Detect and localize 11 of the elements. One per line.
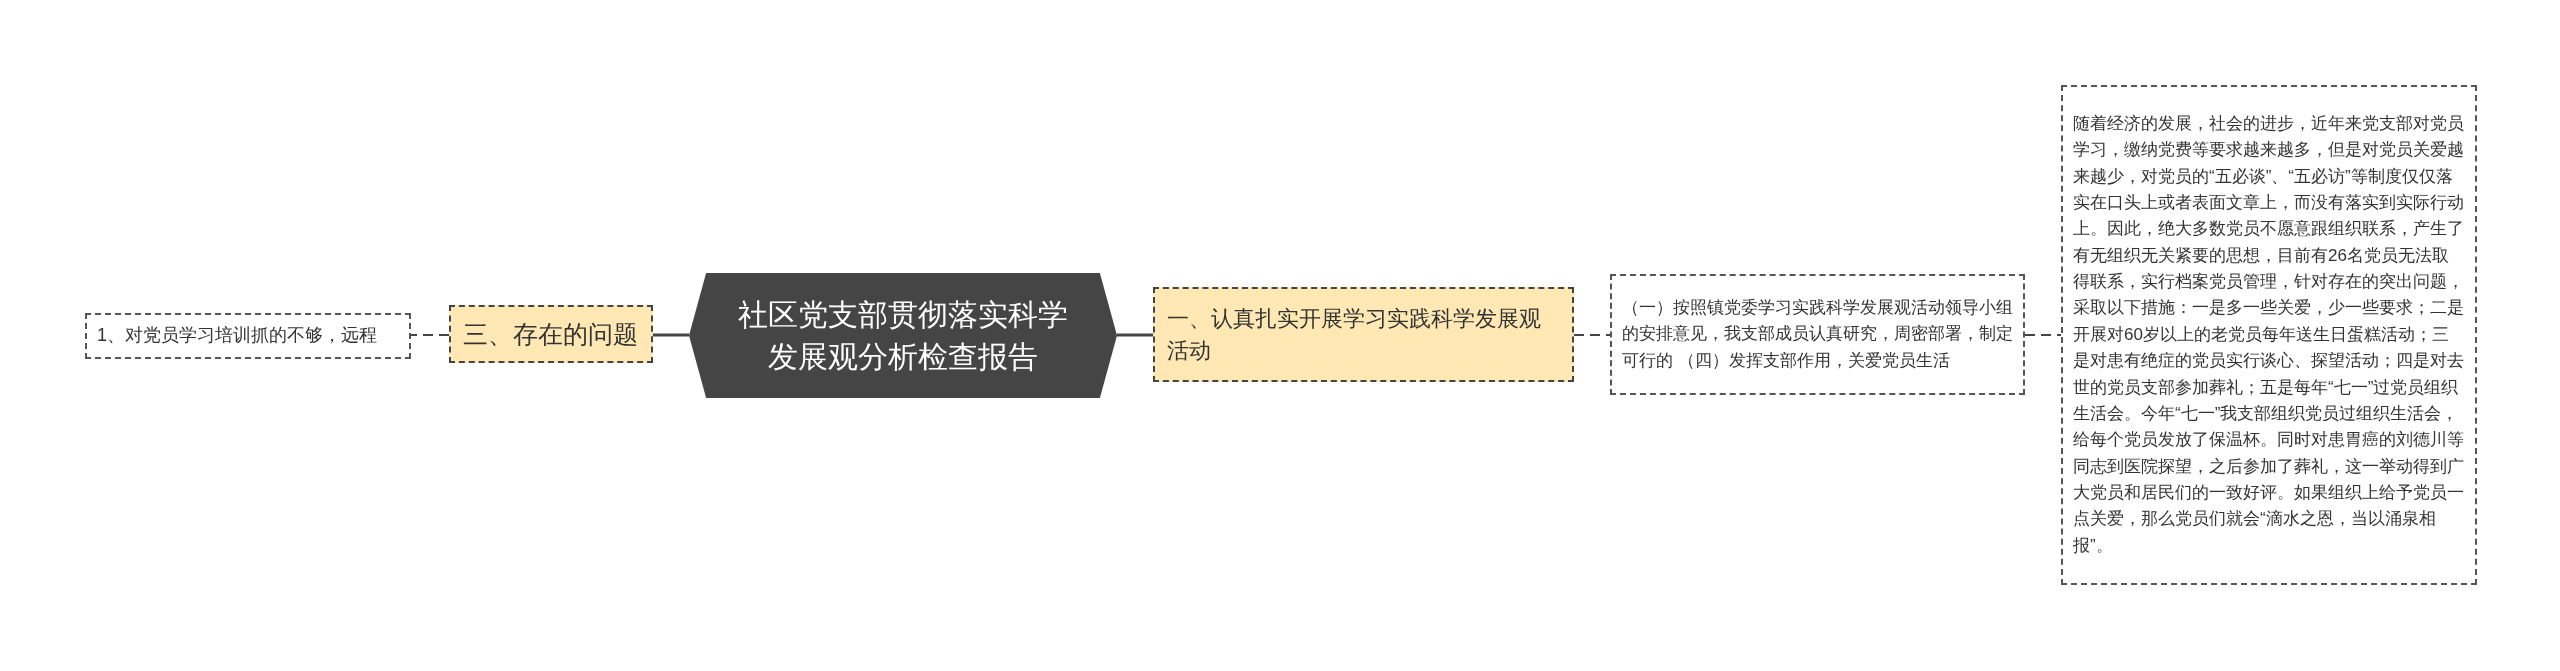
subtopic-box: （一）按照镇党委学习实践科学发展观活动领导小组的安排意见，我支部成员认真研究，周密部署，制定可行的 （四）发挥支部作用，关爱党员生活 bbox=[1610, 274, 2025, 395]
root-topic-box: 社区党支部贯彻落实科学发展观分析检查报告 bbox=[689, 273, 1117, 398]
topic-box: 一、认真扎实开展学习实践科学发展观活动 bbox=[1153, 287, 1574, 382]
connector-line bbox=[1117, 333, 1153, 337]
connector-line bbox=[410, 334, 450, 336]
topic-box: 三、存在的问题 bbox=[449, 305, 653, 363]
connector-line bbox=[2024, 334, 2062, 336]
connector-line bbox=[653, 333, 689, 337]
connector-line bbox=[1573, 334, 1611, 336]
subtopic-box: 1、对党员学习培训抓的不够，远程 bbox=[85, 313, 411, 359]
note-box: 随着经济的发展，社会的进步，近年来党支部对党员学习，缴纳党费等要求越来越多，但是对党员关爱越来越少，对党员的“五必谈”、“五必访”等制度仅仅落实在口头上或者表面文章上，而没有落实到实际行动上。因此，绝大多数党员不愿意跟组织联系，产生了有无组织无关紧要的思想，目前有26名党员无法取得联系，实行档案党员管理，针对存在的突出问题，采取以下措施：一是多一些关爱，少一些要求；二是开展对60岁以上的老党员每年送生日蛋糕活动；三是对患有绝症的党员实行谈心、探望活动；四是对去世的党员支部参加葬礼；五是每年“七一”过党员组织生活会。今年“七一”我支部组织党员过组织生活会，给每个党员发放了保温杯。同时对患胃癌的刘德川等同志到医院探望，之后参加了葬礼，这一举动得到广大党员和居民们的一致好评。如果组织上给予党员一点关爱，那么党员们就会“滴水之恩，当以涌泉相报”。 bbox=[2061, 85, 2477, 585]
